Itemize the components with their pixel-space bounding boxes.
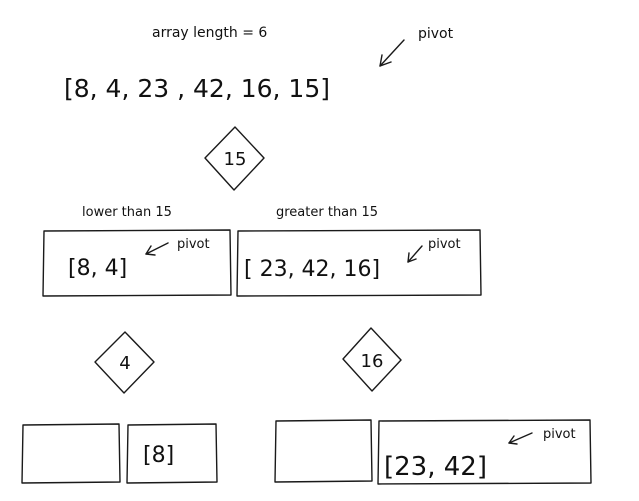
right-upper-array: [23, 42] [384,452,487,482]
right-pivot-label: pivot [428,237,461,252]
greater-than-caption: greater than 15 [276,205,378,220]
right-upper-box: [23, 42] pivot [377,419,592,485]
right-partition-array: [ 23, 42, 16] [244,257,380,282]
right-partition-box: [ 23, 42, 16] pivot [236,229,482,297]
root-array: [8, 4, 23 , 42, 16, 15] [64,74,330,103]
root-pivot-arrow-icon [379,39,405,67]
left-partition-array: [8, 4] [68,256,127,281]
lower-than-caption: lower than 15 [82,205,172,220]
array-length-label: array length = 6 [152,25,267,41]
right-upper-pivot-arrow-icon [508,432,533,445]
right-lower-box [274,419,373,483]
left-pivot-diamond: 4 [94,331,155,394]
root-pivot-label: pivot [418,26,454,42]
left-lower-box [21,423,121,484]
right-pivot-diamond: 16 [342,327,402,392]
left-pivot-arrow-icon [145,242,169,256]
root-pivot-value: 15 [224,149,247,170]
root-pivot-diamond: 15 [204,126,265,191]
right-pivot-arrow-icon [407,245,423,263]
right-upper-pivot-label: pivot [543,427,576,442]
right-pivot-value: 16 [361,351,384,372]
left-pivot-label: pivot [177,237,210,252]
left-upper-box: [8] [126,423,218,484]
left-upper-array: [8] [143,443,174,468]
left-pivot-value: 4 [119,353,130,374]
left-partition-box: [8, 4] pivot [42,229,232,297]
